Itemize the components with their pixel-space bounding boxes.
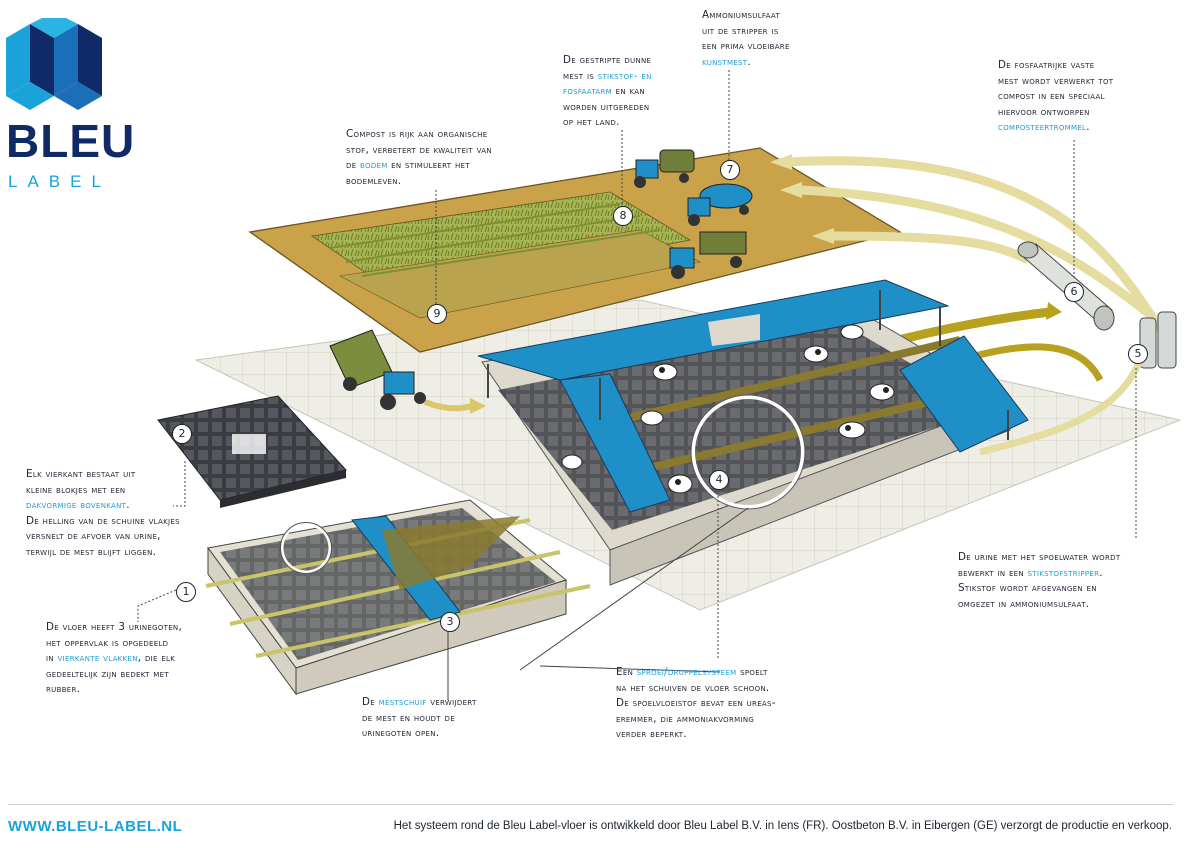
note-square-blocks: Elk vierkant bestaat uit kleine blokjes … bbox=[26, 468, 180, 558]
note-floor-gutters: De vloer heeft 3 urinegoten, het oppervl… bbox=[46, 621, 183, 695]
barn bbox=[477, 279, 1029, 586]
note-thin-manure: De gestripte dunne mest is stikstof- en … bbox=[563, 54, 652, 128]
bleu-label-logo-mark bbox=[6, 18, 102, 110]
marker-8: 8 bbox=[613, 206, 633, 226]
note-spray-system: Een sproei/druppelsysteem spoelt na het … bbox=[616, 666, 776, 740]
footer-credit: Het systeem rond de Bleu Label-vloer is … bbox=[393, 820, 1172, 832]
note-ammonium-sulfate: Ammoniumsulfaat uit de stripper is een p… bbox=[702, 9, 790, 68]
marker-4: 4 bbox=[709, 470, 729, 490]
logo-word-bleu: BLEU bbox=[6, 115, 136, 167]
marker-1: 1 bbox=[176, 582, 196, 602]
tractor-trailer bbox=[329, 329, 426, 410]
composting-drum bbox=[1017, 241, 1115, 331]
note-manure-scraper: De mestschuif verwijdert de mest en houd… bbox=[362, 696, 477, 739]
marker-7: 7 bbox=[720, 160, 740, 180]
marker-5: 5 bbox=[1128, 344, 1148, 364]
footer-website-link[interactable]: WWW.BLEU-LABEL.NL bbox=[8, 818, 183, 835]
return-pipes bbox=[789, 156, 1164, 333]
footer-divider bbox=[8, 804, 1174, 805]
zoom-lens bbox=[691, 395, 805, 509]
note-compost: Compost is rijk aan organische stof, ver… bbox=[346, 128, 492, 187]
tractor-top bbox=[634, 149, 695, 188]
logo-word-label: LABEL bbox=[8, 172, 111, 191]
tractor-tanker bbox=[687, 183, 753, 226]
marker-2: 2 bbox=[172, 424, 192, 444]
marker-3: 3 bbox=[440, 612, 460, 632]
note-urine-stripper: De urine met het spoelwater wordt bewerk… bbox=[958, 551, 1121, 610]
farm-system-illustration bbox=[137, 70, 1182, 700]
marker-6: 6 bbox=[1064, 282, 1084, 302]
tractor-spreader bbox=[669, 231, 747, 279]
note-phosphate-compost: De fosfaatrijke vaste mest wordt verwerk… bbox=[998, 59, 1114, 133]
marker-9: 9 bbox=[427, 304, 447, 324]
floor-section bbox=[205, 499, 591, 696]
